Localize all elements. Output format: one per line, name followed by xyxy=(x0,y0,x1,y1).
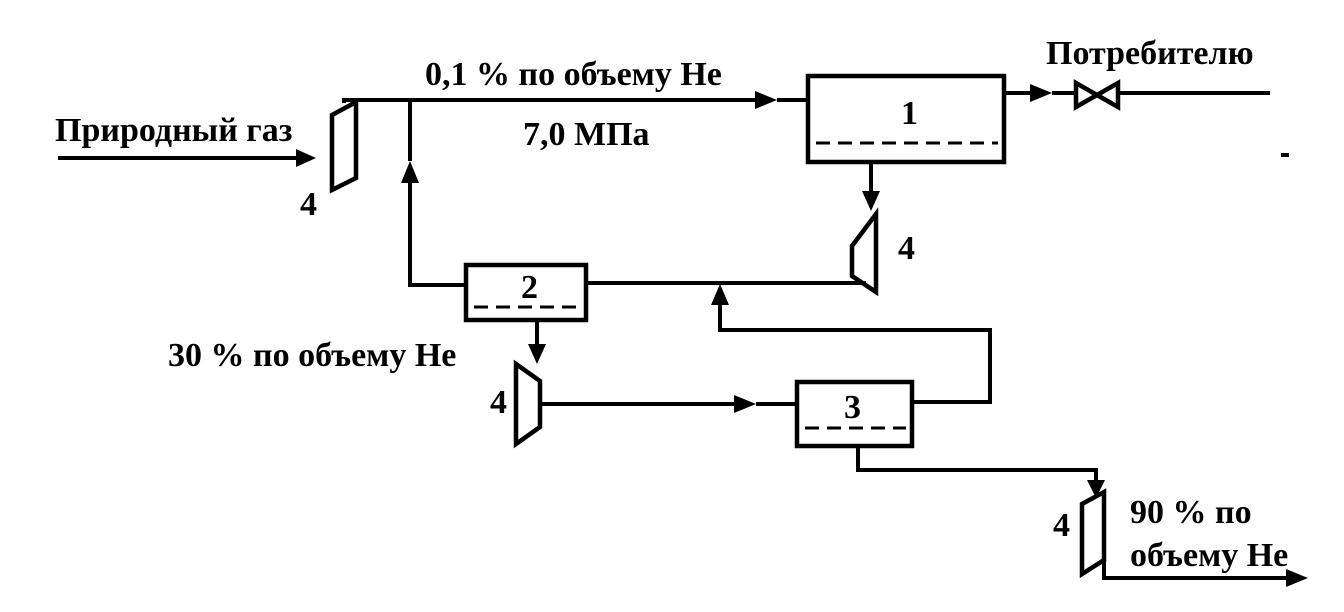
unit-2-retentate-line xyxy=(408,180,466,287)
unit-2-permeate-arrow xyxy=(528,344,546,364)
unit-2-membrane xyxy=(463,262,589,323)
he-30-label: 30 % по объему He xyxy=(168,337,457,374)
compressor-bottom-right-number: 4 xyxy=(1053,507,1070,544)
compressor-mid xyxy=(513,359,543,449)
main-feed-arrow xyxy=(755,91,777,109)
helium-product-arrow xyxy=(1286,569,1308,587)
helium-product-line xyxy=(1102,560,1286,580)
unit-3-permeate-arrow xyxy=(1087,480,1105,498)
unit-1-permeate-arrow xyxy=(862,191,880,211)
unit-1-number: 1 xyxy=(901,95,918,132)
natural-gas-label: Природный газ xyxy=(55,112,293,149)
he-90-label-line1: 90 % по xyxy=(1130,494,1252,531)
compressor-mid-number: 4 xyxy=(490,384,507,421)
compressor-inlet-number: 4 xyxy=(300,186,317,223)
unit-2-retentate-arrow xyxy=(401,161,419,183)
unit-3-membrane xyxy=(794,379,915,449)
unit-1-membrane xyxy=(805,73,1007,165)
consumer-label: Потребителю xyxy=(1046,35,1254,72)
compressor-top-right-number: 4 xyxy=(898,230,915,267)
unit-3-recycle-arrow xyxy=(711,284,729,305)
compressor-bottom-right xyxy=(1079,488,1107,579)
unit-3-recycle-line xyxy=(718,305,992,404)
consumer-valve-right xyxy=(1092,79,1121,111)
unit-2-number: 2 xyxy=(521,269,538,306)
natural-gas-arrow xyxy=(296,149,316,167)
compressor-top-right xyxy=(849,207,879,297)
unit-3-feed-arrow xyxy=(734,395,756,413)
unit-3-number: 3 xyxy=(844,389,861,426)
product-arrow xyxy=(1030,84,1052,102)
consumer-valve-left xyxy=(1073,79,1102,111)
he-90-label-line2: объему He xyxy=(1130,537,1289,574)
pressure-label: 7,0 МПа xyxy=(523,116,650,153)
inlet-compressor xyxy=(329,98,359,194)
unit-3-permeate-line xyxy=(856,446,1098,482)
main-feed-line xyxy=(342,98,768,103)
he-inlet-label: 0,1 % по объему He xyxy=(425,56,722,93)
